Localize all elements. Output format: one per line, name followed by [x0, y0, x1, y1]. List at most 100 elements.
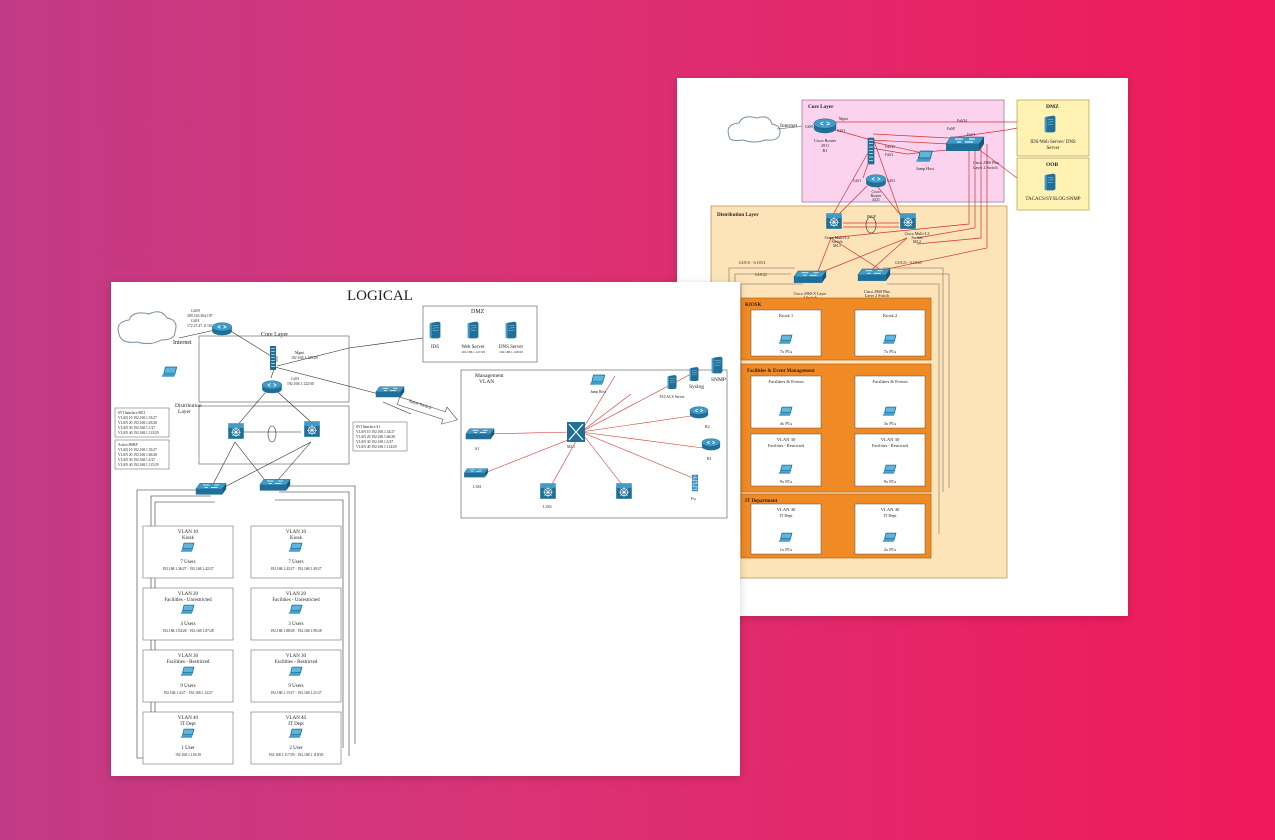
logical-core-title: Core Layer: [261, 332, 288, 338]
fem-title: Facilities & Event Management: [747, 369, 815, 374]
jump-host-label: Jump Host: [916, 166, 935, 171]
mgmt-node-label: L3S1: [473, 484, 482, 489]
ml2-label-3: ML2: [913, 239, 921, 244]
mgmt-node-label: S1: [475, 446, 479, 451]
ml1-label-3: ML1: [833, 243, 841, 248]
legend-line: VLAN 10 192.168.1.33/27: [118, 416, 157, 420]
mgmt-node-labels: S1 L3S1 ML1 L3S2 R2 R1 Fw: [473, 424, 712, 509]
vlan-name: Facilities - Unrestricted: [164, 598, 212, 603]
internet-cloud-icon: [117, 311, 177, 345]
legend-line: VLAN 40 192.168.1.115/29: [118, 463, 159, 467]
vlan-id: VLAN 10: [178, 530, 199, 535]
dmz-server-ip: 192.168.1.147/29: [461, 350, 485, 354]
kiosk-title: KIOSK: [745, 303, 762, 308]
ml1-label-2: Switch: [831, 239, 842, 244]
s2-label-1: Cisco 2960 Plus: [864, 289, 890, 294]
physical-diagram-sheet: Internet Core Layer DMZ IDS/Web Server/ …: [677, 78, 1128, 616]
legend-line: VLAN 30 192.168.1.4/27: [118, 458, 155, 462]
snmp-label: SNMP: [711, 377, 726, 383]
r1-label-2: 2911: [821, 143, 829, 148]
logical-dmz-zone: [422, 305, 538, 363]
dmz-server-name: DNS Server: [499, 345, 524, 350]
dmz-server-icon: [1044, 115, 1056, 133]
s2-label-2: Layer 2 Switch: [865, 293, 889, 298]
core-switch-label-1: Cisco 2960 Plus: [973, 160, 999, 165]
vlan-name: Kiosk: [290, 536, 302, 541]
card-title: Kiosk 1: [779, 313, 794, 318]
it-title: IT Department: [745, 499, 778, 504]
mgmt-title-1: Management: [475, 373, 504, 379]
mgmt-jump-host-label: Jump Host: [590, 390, 605, 394]
card-title: VLAN 30: [777, 437, 796, 442]
internet-cloud-icon: [727, 116, 781, 143]
kiosk-card: Kiosk 27x PCs: [854, 309, 926, 357]
vlan-ip-range: 192.168.1.117/29 - 192.168.1.118/29: [269, 753, 324, 757]
mgmt-l3s1-switch-icon: [463, 468, 489, 478]
tacacs-label: TACACS Server: [659, 395, 685, 399]
lcore-switch-icon: [375, 386, 405, 398]
port-label: Fa0/24: [957, 119, 967, 123]
legend-line: VLAN 20 192.168.1.66/28: [118, 453, 157, 457]
card-title: Facilities & Events: [768, 379, 803, 384]
vlan-users: 7 Users: [180, 560, 195, 565]
management-vlan-zone: [460, 369, 728, 519]
vlan-users: 4 Users: [180, 622, 195, 627]
vlan-id: VLAN 20: [286, 592, 307, 597]
s2-access-switch-icon: [857, 268, 891, 282]
lcore-patch-icon: [269, 346, 277, 370]
card-title: Kiosk 2: [883, 313, 898, 318]
s1-label-2: 2 Switch: [803, 295, 817, 300]
dmz-server-label-2: Server: [1046, 146, 1059, 151]
logical-diagram-canvas: LOGICAL Internet Core Layer Distribution…: [114, 288, 728, 765]
logical-ip-captions: Gi0/0 209.126.364.197 Gi0/1 172.27.47.11…: [187, 309, 318, 386]
vlan-id: VLAN 20: [178, 592, 199, 597]
vlan-ip-range: 192.168.1.116/29: [175, 753, 201, 757]
logical-title: LOGICAL: [347, 288, 413, 304]
physical-diagram-canvas: Internet Core Layer DMZ IDS/Web Server/ …: [710, 99, 1090, 579]
core-switch-icon: [945, 136, 985, 152]
port-label: Gi0/1: [853, 179, 861, 183]
r2-label-2: Router: [871, 193, 883, 198]
mgmt-r1-router-icon: [701, 438, 721, 451]
logical-dist-title-2: Layer: [178, 409, 191, 415]
mgmt-l3s2-switch-icon: [539, 482, 557, 500]
mgmt-node-label: R2: [705, 424, 710, 429]
mgmt-node-label: Fw: [691, 496, 696, 501]
card-pc-count: 1x PCs: [780, 547, 793, 552]
lml2-switch-icon: [303, 420, 321, 438]
port-label: G1/0/21 - G1/0/23: [895, 261, 922, 265]
vlan-users: 9 Users: [180, 684, 195, 689]
syslog-label: Syslog: [689, 384, 704, 390]
card-title: VLAN 40: [881, 507, 900, 512]
logical-core-zone: [198, 335, 350, 403]
port-label: Gi0/2: [887, 179, 895, 183]
port-label: Mgmt: [839, 117, 848, 121]
card-subtitle: Facilities - Restricted: [872, 443, 909, 448]
svg-text:192.168.1.125/29: 192.168.1.125/29: [291, 356, 318, 360]
vlan-users: 9 Users: [288, 684, 303, 689]
logical-links: [136, 329, 424, 759]
oob-title: OOB: [1046, 162, 1059, 168]
vlan-id: VLAN 40: [178, 716, 199, 721]
r2-label-1: Cisco: [871, 189, 880, 194]
syslog-server-icon: [689, 366, 699, 382]
oob-server-icon: [1044, 173, 1056, 191]
lml1-switch-icon: [227, 422, 245, 440]
dmz-server-name: IDS: [431, 345, 439, 350]
legend-line: SVI Interface ML1: [118, 411, 146, 415]
dmz-server-icon: [467, 321, 479, 339]
vlan-users: 2 User: [289, 746, 303, 751]
mgmt-ml1-core-icon: [567, 422, 585, 442]
vlan-id: VLAN 10: [286, 530, 307, 535]
card-pc-count: 4x PCs: [780, 421, 793, 426]
r1-label-3: R1: [823, 148, 828, 153]
legend-line: VLAN 10 192.168.1.34/27: [356, 430, 395, 434]
dmz-server-icon: [505, 321, 517, 339]
r2-label-3: 4321: [872, 197, 880, 202]
core-layer-title: Core Layer: [808, 104, 834, 110]
